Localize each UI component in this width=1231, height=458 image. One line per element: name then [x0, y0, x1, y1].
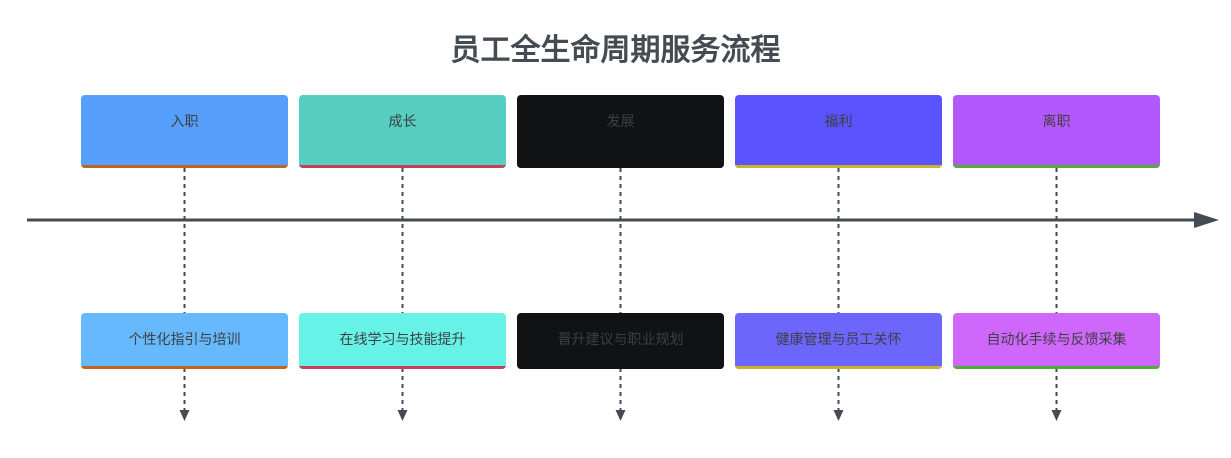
stage-card-3: 发展	[517, 95, 724, 168]
service-underline	[81, 366, 288, 369]
stage-card-1: 入职	[81, 95, 288, 168]
stage-card-5: 离职	[953, 95, 1160, 168]
stage-label: 成长	[388, 114, 417, 130]
service-card-2: 在线学习与技能提升	[299, 313, 506, 369]
service-card-5: 自动化手续与反馈采集	[953, 313, 1160, 369]
service-underline	[517, 366, 724, 369]
stage-label: 发展	[606, 114, 635, 130]
service-card-3: 晋升建议与职业规划	[517, 313, 724, 369]
stage-label: 福利	[824, 114, 853, 130]
service-label: 个性化指引与培训	[128, 332, 241, 348]
stage-underline	[299, 165, 506, 168]
stage-underline	[81, 165, 288, 168]
stage-card-2: 成长	[299, 95, 506, 168]
stage-label: 入职	[170, 114, 199, 130]
service-card-4: 健康管理与员工关怀	[735, 313, 942, 369]
diagram-title: 员工全生命周期服务流程	[450, 33, 781, 68]
service-label: 在线学习与技能提升	[339, 332, 466, 348]
connector-arrowhead-1	[179, 410, 190, 421]
service-underline	[299, 366, 506, 369]
stage-underline	[517, 165, 724, 168]
connector-arrowhead-4	[833, 410, 844, 421]
timeline-axis-arrowhead	[1194, 212, 1219, 228]
connector-arrowhead-5	[1051, 410, 1062, 421]
stage-card-4: 福利	[735, 95, 942, 168]
stage-underline	[735, 165, 942, 168]
service-underline	[735, 366, 942, 369]
service-underline	[953, 366, 1160, 369]
connector-arrowhead-3	[615, 410, 626, 421]
service-card-1: 个性化指引与培训	[81, 313, 288, 369]
service-label: 自动化手续与反馈采集	[986, 332, 1127, 348]
stage-label: 离职	[1042, 114, 1071, 130]
connector-arrowhead-2	[397, 410, 408, 421]
service-label: 健康管理与员工关怀	[775, 332, 902, 348]
stage-underline	[953, 165, 1160, 168]
service-label: 晋升建议与职业规划	[557, 332, 684, 348]
